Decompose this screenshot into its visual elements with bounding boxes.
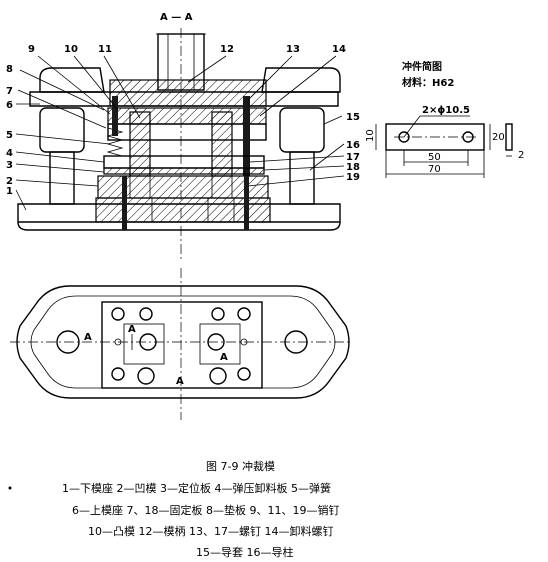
callout-1: 1 (6, 186, 13, 197)
callout-15: 15 (346, 112, 360, 123)
stripper-screw (243, 96, 250, 176)
part-sketch: 冲件简图 材料：H62 2×ϕ10.5 10 50 70 20 2 (365, 60, 524, 178)
view-mark-a3: A (176, 376, 184, 387)
plan-view: A A A A (10, 268, 352, 420)
callout-6: 6 (6, 100, 13, 111)
callout-4: 4 (6, 148, 13, 159)
punch-left (129, 111, 151, 177)
guide-sleeve-left (39, 107, 85, 153)
view-mark-a1: A (128, 324, 136, 335)
leaders (15, 55, 345, 211)
callout-13: 13 (286, 44, 300, 55)
callout-2: 2 (6, 176, 13, 187)
guide-post-right (289, 151, 315, 205)
callout-19: 19 (346, 172, 360, 183)
guide-sleeve-right (279, 107, 325, 153)
guide-post-left (49, 151, 75, 205)
dim-10: 10 (365, 129, 376, 142)
figure-caption: 图 7-9 冲裁模 (206, 459, 275, 473)
callout-7: 7 (6, 86, 13, 97)
part-side-view (505, 123, 513, 151)
pin-9 (112, 96, 118, 136)
caption: 图 7-9 冲裁模 1—下模座 2—凹模 3—定位板 4—弹压卸料板 5—弹簧 … (62, 459, 339, 559)
punch-fixing-plate (107, 123, 267, 141)
dim-70: 70 (428, 164, 441, 175)
callout-18: 18 (346, 162, 360, 173)
stripper-plate (103, 155, 265, 169)
view-mark-a2: A (84, 332, 92, 343)
part-material: 材料：H62 (402, 76, 454, 89)
legend-line-2: 6—上模座 7、18—固定板 8—垫板 9、11、19—销钉 (72, 503, 339, 517)
callout-10: 10 (64, 44, 78, 55)
dim-20: 20 (492, 132, 505, 143)
view-mark-a4: A (220, 352, 228, 363)
callout-9: 9 (28, 44, 35, 55)
callout-5: 5 (6, 130, 13, 141)
legend-line-1: 1—下模座 2—凹模 3—定位板 4—弹压卸料板 5—弹簧 (62, 481, 331, 495)
callout-16: 16 (346, 140, 360, 151)
legend-line-3: 10—凸模 12—模柄 13、17—螺钉 14—卸料螺钉 (88, 524, 333, 538)
guide-hole-left (56, 330, 80, 354)
section-mark: A — A (160, 12, 193, 23)
punch-right (211, 111, 233, 177)
callout-11: 11 (98, 44, 112, 55)
part-outline (385, 123, 485, 151)
die-plate-plan (101, 301, 263, 389)
callout-3: 3 (6, 160, 13, 171)
locating-plate (103, 167, 265, 175)
dim-2: 2 (518, 150, 524, 161)
lower-seat-outline (16, 285, 350, 399)
legend-line-4: 15—导套 16—导柱 (196, 545, 294, 559)
guide-hole-right (284, 330, 308, 354)
callout-17: 17 (346, 152, 360, 163)
upper-die-seat (29, 67, 341, 107)
dim-holes: 2×ϕ10.5 (422, 105, 470, 116)
dim-50: 50 (428, 152, 441, 163)
callout-12: 12 (220, 44, 234, 55)
part-sketch-title: 冲件简图 (402, 60, 442, 73)
callout-8: 8 (6, 64, 13, 75)
spring (106, 127, 124, 157)
section-view: A — A (6, 12, 360, 262)
die-block (97, 175, 269, 199)
callout-14: 14 (332, 44, 346, 55)
lower-die-seat (17, 176, 341, 231)
plan-screws (111, 307, 251, 385)
